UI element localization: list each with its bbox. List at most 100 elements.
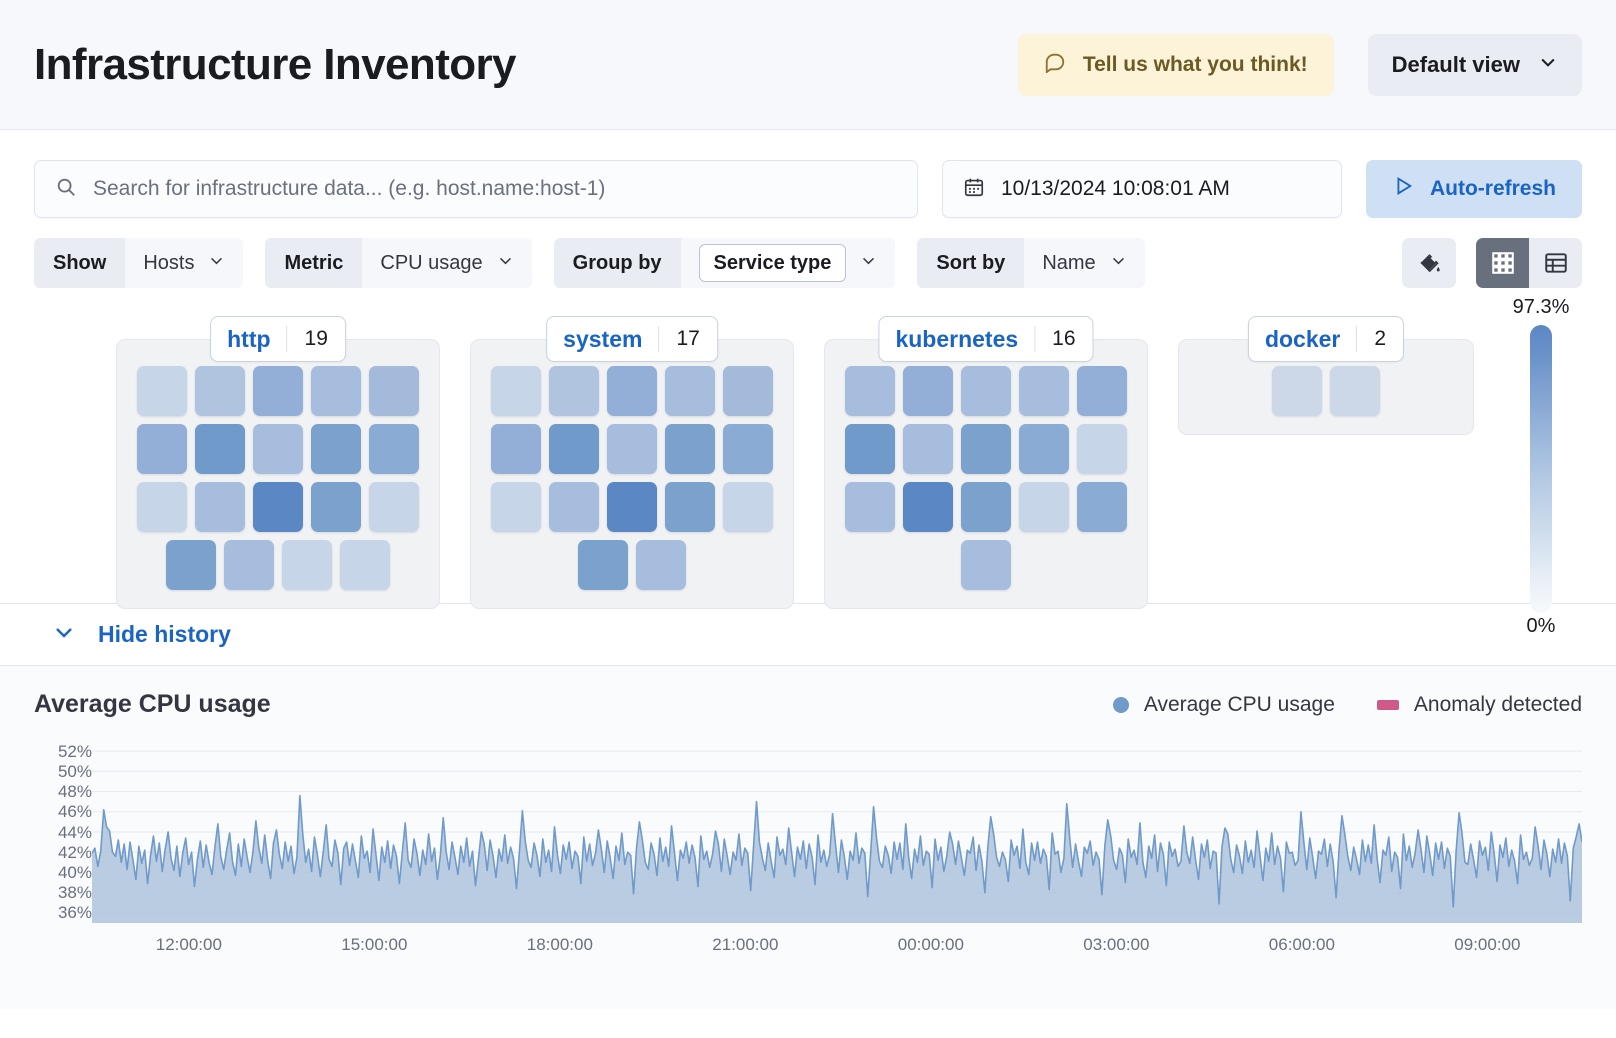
host-tile[interactable] (491, 482, 541, 532)
x-axis-tick: 12:00:00 (155, 935, 222, 954)
host-tile[interactable] (665, 424, 715, 474)
host-tile[interactable] (636, 540, 686, 590)
host-tile[interactable] (903, 366, 953, 416)
host-tile[interactable] (311, 366, 361, 416)
group-name[interactable]: http (227, 325, 271, 352)
host-tile[interactable] (665, 482, 715, 532)
host-tile[interactable] (961, 482, 1011, 532)
host-tile[interactable] (845, 366, 895, 416)
tile-row (845, 482, 1127, 532)
host-tile[interactable] (903, 424, 953, 474)
host-tile[interactable] (166, 540, 216, 590)
host-tile[interactable] (903, 482, 953, 532)
host-tile[interactable] (723, 424, 773, 474)
host-tile[interactable] (311, 424, 361, 474)
host-tile[interactable] (1019, 482, 1069, 532)
group-docker: docker 2 (1178, 316, 1474, 435)
host-tile[interactable] (961, 366, 1011, 416)
filter-sort-by-value[interactable]: Name (1024, 238, 1145, 288)
host-tile[interactable] (549, 482, 599, 532)
host-tile[interactable] (1077, 366, 1127, 416)
group-name[interactable]: system (563, 325, 643, 352)
host-tile[interactable] (723, 482, 773, 532)
host-tile[interactable] (1272, 366, 1322, 416)
filter-metric-value[interactable]: CPU usage (362, 238, 532, 288)
search-input[interactable]: Search for infrastructure data... (e.g. … (34, 160, 918, 218)
filter-group-by-pill[interactable]: Service type (698, 244, 847, 282)
hide-history-toggle[interactable]: Hide history (0, 604, 1616, 666)
host-tile[interactable] (607, 424, 657, 474)
legend-item-average-cpu-usage[interactable]: Average CPU usage (1112, 693, 1335, 717)
host-tile[interactable] (282, 540, 332, 590)
host-tile[interactable] (723, 366, 773, 416)
chart-plot-area[interactable] (92, 741, 1582, 923)
host-tile[interactable] (253, 366, 303, 416)
tile-row (578, 540, 686, 590)
filter-show-value[interactable]: Hosts (125, 238, 244, 288)
chart-plot (92, 741, 1582, 923)
host-tile[interactable] (137, 482, 187, 532)
y-axis-tick: 36% (57, 903, 92, 922)
host-tile[interactable] (369, 366, 419, 416)
filter-group-by-value[interactable]: Service type (680, 238, 896, 288)
tile-row (1272, 366, 1380, 416)
host-tile[interactable] (1077, 482, 1127, 532)
host-tile[interactable] (224, 540, 274, 590)
host-tile[interactable] (1077, 424, 1127, 474)
auto-refresh-button[interactable]: Auto-refresh (1365, 160, 1582, 218)
host-tile[interactable] (1019, 424, 1069, 474)
host-tile[interactable] (195, 366, 245, 416)
x-axis-tick: 18:00:00 (526, 935, 593, 954)
group-badge[interactable]: kubernetes 16 (878, 316, 1094, 362)
host-tile[interactable] (961, 424, 1011, 474)
host-tile[interactable] (491, 424, 541, 474)
group-badge[interactable]: http 19 (210, 316, 346, 362)
host-tile[interactable] (1019, 366, 1069, 416)
group-count: 2 (1356, 326, 1403, 352)
table-view-icon[interactable] (1529, 238, 1582, 288)
host-tile[interactable] (578, 540, 628, 590)
host-tile[interactable] (340, 540, 390, 590)
host-tile[interactable] (253, 482, 303, 532)
y-axis-tick: 40% (57, 862, 92, 882)
color-scale-max: 97.3% (1512, 296, 1570, 318)
host-tile[interactable] (369, 424, 419, 474)
filter-group-by: Group by Service type (553, 238, 896, 288)
paint-bucket-icon[interactable] (1402, 238, 1456, 288)
host-tile[interactable] (665, 366, 715, 416)
date-picker[interactable]: 10/13/2024 10:08:01 AM (941, 160, 1342, 218)
host-tile[interactable] (311, 482, 361, 532)
host-tile[interactable] (961, 540, 1011, 590)
legend-item-anomaly-detected[interactable]: Anomaly detected (1376, 693, 1582, 717)
host-tile[interactable] (137, 424, 187, 474)
host-tile[interactable] (137, 366, 187, 416)
host-tile[interactable] (253, 424, 303, 474)
auto-refresh-label: Auto-refresh (1429, 177, 1556, 200)
host-tile[interactable] (369, 482, 419, 532)
host-tile[interactable] (195, 424, 245, 474)
group-badge[interactable]: docker 2 (1247, 316, 1405, 362)
default-view-button[interactable]: Default view (1367, 33, 1582, 96)
group-count: 19 (286, 326, 345, 352)
y-axis-tick: 50% (57, 762, 92, 782)
feedback-button[interactable]: Tell us what you think! (1017, 33, 1334, 96)
host-tile[interactable] (845, 424, 895, 474)
tile-row (491, 424, 773, 474)
default-view-label: Default view (1391, 51, 1520, 77)
host-tile[interactable] (1330, 366, 1380, 416)
grid-view-icon[interactable] (1476, 238, 1529, 288)
group-name[interactable]: kubernetes (895, 325, 1019, 352)
color-scale-legend: 97.3% 0% (1513, 296, 1570, 638)
host-tile[interactable] (549, 366, 599, 416)
host-tile[interactable] (549, 424, 599, 474)
filter-metric: Metric CPU usage (265, 238, 532, 288)
host-tile[interactable] (491, 366, 541, 416)
host-tile[interactable] (195, 482, 245, 532)
group-badge[interactable]: system 17 (546, 316, 718, 362)
host-tile[interactable] (607, 482, 657, 532)
group-name[interactable]: docker (1264, 325, 1341, 352)
host-tile[interactable] (845, 482, 895, 532)
host-tile[interactable] (607, 366, 657, 416)
chevron-down-icon (208, 252, 225, 275)
chevron-down-icon (1538, 52, 1558, 78)
